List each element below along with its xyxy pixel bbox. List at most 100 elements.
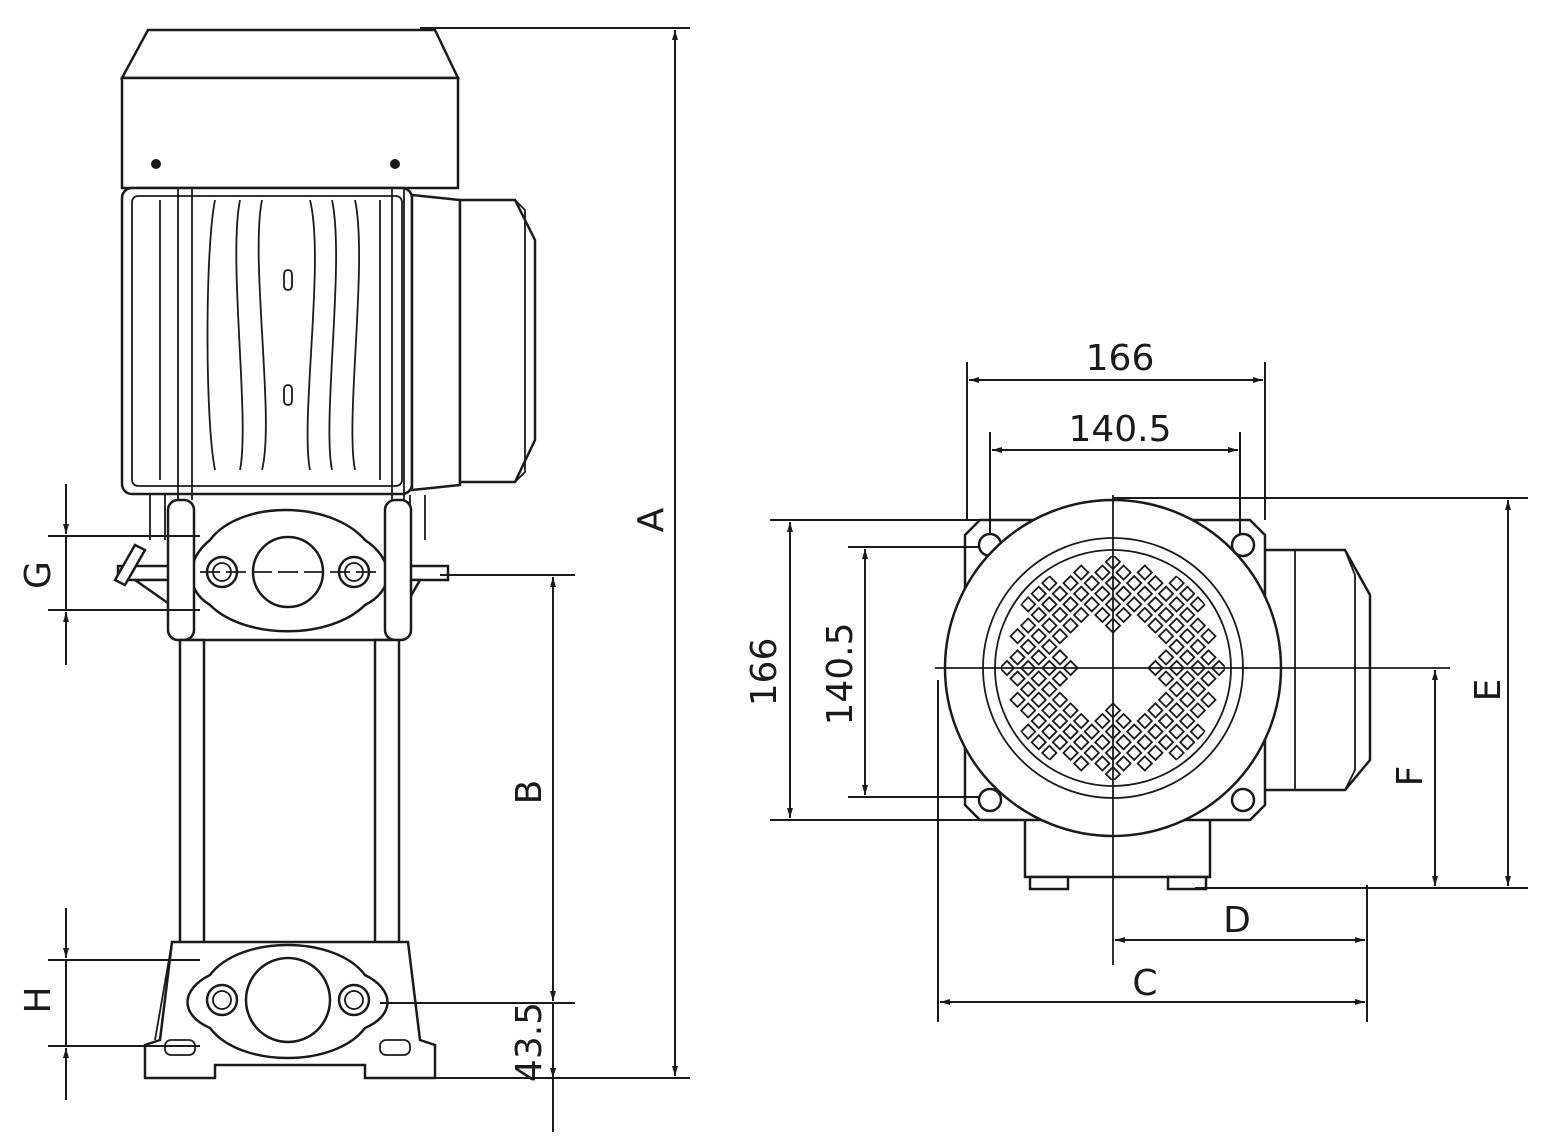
grille-slot — [1051, 691, 1069, 709]
dim-label-f: F — [1390, 766, 1431, 787]
grille-slot — [1115, 755, 1132, 772]
dim-label-140-5-height: 140.5 — [820, 622, 861, 725]
grille-slot — [1125, 574, 1143, 592]
grille-slot — [1200, 691, 1217, 709]
grille-slot — [1051, 627, 1069, 645]
grille-slot — [1168, 680, 1185, 698]
grille-slot — [1168, 638, 1185, 656]
grille-slot — [1157, 712, 1175, 730]
grille-slot — [1030, 585, 1048, 603]
grille-slot — [1189, 659, 1207, 677]
grille-slot — [1189, 617, 1207, 634]
dim-label-d: D — [1223, 900, 1251, 941]
grille-slot — [1104, 574, 1122, 592]
outlet-flange — [113, 495, 450, 642]
grille-slot — [1062, 659, 1079, 677]
grille-slot — [1157, 627, 1175, 645]
grille-slot — [1147, 702, 1164, 719]
grille-slot — [1104, 702, 1122, 719]
grille-slot — [1136, 755, 1154, 772]
dim-label-h: H — [18, 986, 59, 1013]
grille-slot — [1178, 733, 1196, 751]
grille-slot — [1062, 596, 1079, 613]
grille-slot — [1062, 744, 1079, 762]
grille-slot — [1030, 649, 1048, 666]
grille-slot — [1072, 564, 1090, 581]
grille-slot — [1019, 617, 1037, 634]
tie-rods — [178, 638, 401, 947]
grille-slot — [1115, 564, 1132, 581]
grille-slot — [1019, 702, 1037, 719]
grille-slot — [1168, 596, 1185, 613]
grille-slot — [1083, 744, 1101, 762]
grille-slot — [1147, 617, 1164, 634]
grille-slot — [1189, 638, 1207, 656]
grille-slot — [1115, 733, 1132, 751]
dimension-lines — [48, 27, 690, 1132]
grille-slot — [1115, 712, 1132, 730]
grille-slot — [1009, 627, 1026, 645]
grille-slot — [1104, 617, 1122, 634]
grille-slot — [1083, 596, 1101, 613]
grille-slot — [1136, 733, 1154, 751]
grille-slot — [1136, 585, 1154, 603]
grille-slot — [1062, 617, 1079, 634]
grille-slot — [1210, 659, 1225, 677]
grille-slot — [1115, 585, 1132, 603]
grille-slot — [1136, 606, 1154, 624]
terminal-box-top — [1248, 548, 1372, 792]
grille-slot — [1083, 574, 1101, 592]
dim-label-166-height: 166 — [744, 638, 785, 707]
fan-grille — [1001, 556, 1225, 780]
grille-slot — [1062, 723, 1079, 740]
grille-slot — [1168, 723, 1185, 740]
grille-slot — [1019, 723, 1037, 740]
grille-slot — [1104, 556, 1122, 571]
grille-slot — [1094, 733, 1111, 751]
grille-slot — [1041, 744, 1058, 762]
dim-label-c: C — [1132, 963, 1157, 1004]
grille-slot — [1104, 596, 1122, 613]
grille-slot — [1189, 723, 1207, 740]
grille-slot — [1147, 596, 1164, 613]
grille-slot — [1147, 723, 1164, 740]
grille-slot — [1094, 585, 1111, 603]
grille-slot — [1189, 702, 1207, 719]
grille-slot — [1030, 627, 1048, 645]
motor-fan-cover — [119, 28, 460, 190]
grille-slot — [1094, 755, 1111, 772]
grille-slot — [1125, 723, 1143, 740]
grille-slot — [1041, 617, 1058, 634]
grille-slot — [1062, 702, 1079, 719]
dim-label-a: A — [631, 507, 672, 532]
screw-icon — [390, 159, 400, 169]
grille-slot — [1019, 596, 1037, 613]
grille-slot — [1030, 670, 1048, 687]
grille-slot — [1001, 659, 1016, 677]
grille-slot — [1189, 680, 1207, 698]
grille-slot — [1147, 659, 1164, 677]
dim-label-140-5-width: 140.5 — [1068, 409, 1171, 450]
grille-slot — [1168, 617, 1185, 634]
pump-base — [143, 940, 437, 1080]
dim-label-e: E — [1468, 679, 1509, 702]
grille-slot — [1200, 627, 1217, 645]
grille-slot — [1178, 585, 1196, 603]
grille-slot — [1168, 659, 1185, 677]
grille-slot — [1125, 596, 1143, 613]
top-view: 166 140.5 166 140.5 E F D C — [744, 338, 1528, 1022]
screw-icon — [151, 159, 161, 169]
grille-slot — [1051, 606, 1069, 624]
grille-slot — [1041, 680, 1058, 698]
grille-slot — [1094, 564, 1111, 581]
grille-slot — [1019, 680, 1037, 698]
grille-slot — [1051, 585, 1069, 603]
grille-slot — [1019, 638, 1037, 656]
grille-slot — [1136, 564, 1154, 581]
grille-slot — [1178, 670, 1196, 687]
grille-slot — [1104, 744, 1122, 762]
grille-slot — [1030, 733, 1048, 751]
grille-slot — [1083, 723, 1101, 740]
grille-slot — [1200, 649, 1217, 666]
